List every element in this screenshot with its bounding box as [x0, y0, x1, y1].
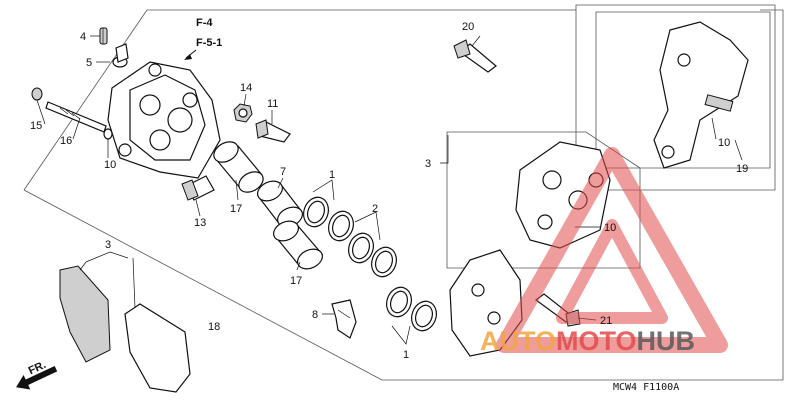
- part-label: 18: [208, 321, 220, 333]
- bolt-11: [255, 119, 291, 143]
- caliper-bracket: [653, 21, 749, 169]
- watermark-auto: AUTO: [480, 326, 556, 356]
- seal-set-1: [303, 196, 354, 242]
- piston-middle: [257, 180, 303, 228]
- outer-frame: [23, 9, 576, 191]
- seal-set-3: [386, 286, 437, 332]
- part-label: 13: [194, 217, 206, 229]
- brake-pad-set: [59, 265, 191, 393]
- diagram-code: MCW4 F1100A: [613, 382, 679, 393]
- caliper-body: [107, 61, 221, 179]
- bracket-frame: [575, 4, 776, 191]
- part-label: 21: [600, 315, 612, 327]
- reference-arrow-head-icon: [184, 54, 192, 60]
- pad-spring: [331, 299, 357, 339]
- reference-label: F-4: [196, 17, 213, 29]
- part-label: 17: [230, 203, 242, 215]
- part-label: 10: [604, 222, 616, 234]
- bracket-inner-frame: [595, 11, 771, 169]
- part-label: 1: [403, 349, 409, 361]
- seal-set-2: [348, 232, 397, 278]
- pin-plug: [31, 87, 43, 101]
- part-label: 4: [80, 31, 86, 43]
- part-label: 11: [267, 98, 278, 110]
- part-label: 5: [86, 57, 92, 69]
- watermark-moto: MOTO: [556, 326, 637, 356]
- svg-text:AUTOMOTOHUB: AUTOMOTOHUB: [480, 326, 695, 356]
- part-label: 17: [290, 275, 302, 287]
- part-label: 7: [280, 166, 286, 178]
- reference-label: F-5-1: [196, 37, 222, 49]
- nut-14: [233, 103, 253, 123]
- watermark-hub: HUB: [637, 326, 696, 356]
- automotohub-watermark: AUTOMOTOHUB: [480, 147, 728, 356]
- front-direction-arrow-icon: [16, 365, 58, 390]
- part-label: 10: [718, 137, 730, 149]
- part-label: 10: [104, 159, 116, 171]
- pad-pin: [45, 101, 107, 133]
- bolt-13: [181, 175, 215, 201]
- part-label: 19: [736, 163, 748, 175]
- washer-9: [103, 128, 113, 140]
- bleeder-screw: [99, 27, 108, 45]
- bolt-20: [453, 39, 497, 73]
- part-label: 8: [312, 309, 318, 321]
- piston-lower: [273, 220, 323, 270]
- part-label: 3: [105, 239, 111, 251]
- part-label: 3: [425, 158, 431, 170]
- part-label: 2: [372, 203, 378, 215]
- part-label: 15: [30, 120, 42, 132]
- bleeder-cap: [112, 43, 129, 68]
- part-label: 1: [329, 169, 335, 181]
- part-label: 14: [240, 82, 252, 94]
- part-label: 20: [462, 21, 474, 33]
- piston-upper: [213, 141, 264, 193]
- part-label: 16: [60, 135, 72, 147]
